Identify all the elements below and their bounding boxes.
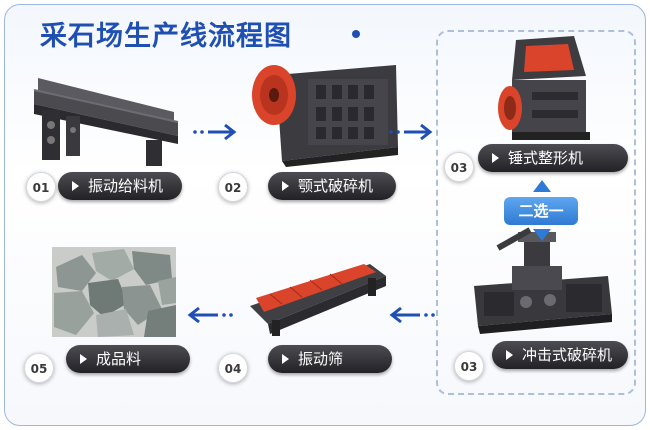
step-number-badge: 01 — [26, 172, 56, 202]
jaw-crusher-icon — [252, 65, 398, 167]
caret-icon — [492, 153, 499, 163]
step-label-pill-05: 成品料 — [66, 345, 190, 373]
arrow-left-1 — [389, 306, 435, 324]
caret-icon — [282, 181, 289, 191]
alternative-down-arrow — [533, 229, 551, 241]
caret-icon — [506, 350, 513, 360]
step-label-pill-03b: 冲击式破碎机 — [492, 341, 628, 369]
step-number-badge: 05 — [24, 353, 54, 383]
caret-icon — [72, 181, 79, 191]
step-label: 冲击式破碎机 — [522, 346, 613, 364]
page-title: 采石场生产线流程图 — [40, 21, 292, 52]
vibrating-screen-icon — [250, 264, 386, 336]
hammer-shaper-icon — [498, 36, 590, 140]
alternative-badge: 二选一 — [504, 197, 578, 225]
arrow-left-2 — [187, 306, 233, 324]
arrow-right-1 — [193, 123, 237, 141]
caret-icon — [80, 354, 87, 364]
step-label: 锤式整形机 — [508, 149, 584, 167]
step-number-badge: 02 — [218, 172, 248, 202]
finished-stone-icon — [52, 247, 176, 337]
step-label-pill-02: 颚式破碎机 — [268, 172, 396, 200]
caret-icon — [282, 354, 289, 364]
title-dot — [352, 30, 360, 38]
step-label-pill-01: 振动给料机 — [58, 172, 182, 200]
vibrating-feeder-icon — [33, 78, 179, 166]
step-label: 颚式破碎机 — [298, 177, 374, 195]
alternative-group-box — [436, 30, 636, 395]
step-label: 成品料 — [96, 350, 142, 368]
step-number-badge: 03 — [454, 351, 484, 381]
alternative-up-arrow — [533, 180, 551, 192]
step-label-pill-03a: 锤式整形机 — [478, 144, 628, 172]
step-number-badge: 03 — [444, 152, 474, 182]
step-label: 振动筛 — [298, 350, 344, 368]
step-label-pill-04: 振动筛 — [268, 345, 392, 373]
step-number-badge: 04 — [218, 353, 248, 383]
impact-crusher-icon — [474, 227, 612, 334]
arrow-right-2 — [389, 123, 433, 141]
step-label: 振动给料机 — [88, 177, 164, 195]
